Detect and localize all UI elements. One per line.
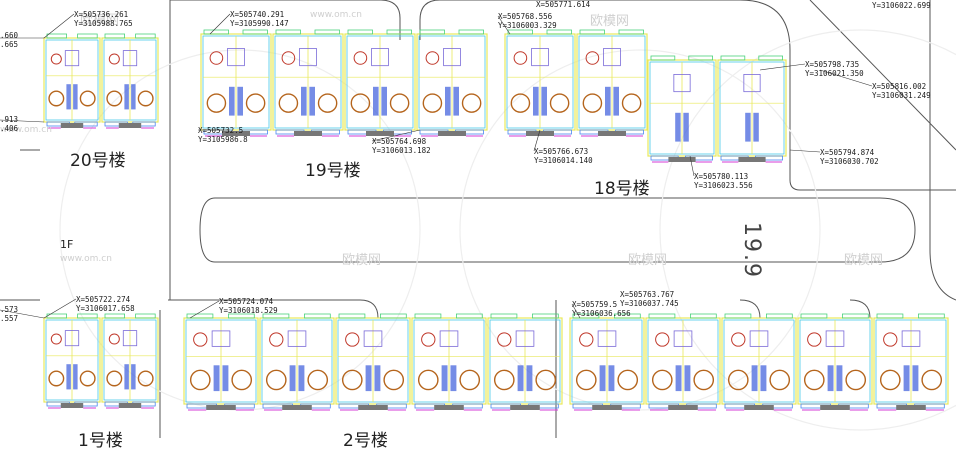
apartment-unit — [873, 313, 949, 411]
coord-leader — [759, 63, 806, 71]
coord-leader — [497, 15, 511, 35]
apartment-unit — [259, 313, 335, 411]
apartment-unit — [717, 55, 787, 163]
watermark: www.om.cn — [310, 10, 362, 20]
building-label-20: 20号楼 — [70, 151, 126, 171]
dimension-label: 19.9 — [739, 222, 764, 279]
road-edge — [168, 299, 379, 319]
coord-leader — [571, 303, 581, 319]
watermark: 欧模网 — [844, 253, 884, 268]
apartment-unit — [43, 313, 101, 409]
apartment-unit — [797, 313, 873, 411]
watermark: 欧模网 — [80, 13, 120, 28]
road-edge — [170, 0, 401, 40]
coord-leader — [0, 309, 45, 319]
watermark: 欧模网 — [628, 253, 668, 268]
apartment-unit — [200, 29, 272, 137]
apartment-unit — [411, 313, 487, 411]
apartment-unit — [101, 33, 159, 129]
watermark: 欧模网 — [342, 253, 382, 268]
road-edge — [739, 299, 761, 319]
building-label-1: 1号楼 — [78, 431, 123, 451]
building-label-19: 19号楼 — [305, 161, 361, 181]
road-edge — [849, 299, 871, 319]
apartment-unit — [504, 29, 576, 137]
coord-leader — [43, 13, 75, 39]
watermark: www.om.cn — [0, 125, 52, 135]
coord-label: .573.557 — [0, 305, 19, 323]
apartment-unit — [272, 29, 344, 137]
watermark: www.om.cn — [60, 254, 112, 264]
floor-label: 1F — [60, 238, 74, 251]
road-edge — [809, 0, 956, 151]
apartment-unit — [101, 313, 159, 409]
road-edge — [929, 0, 956, 301]
apartment-unit — [43, 33, 101, 129]
apartment-unit — [335, 313, 411, 411]
coord-label: Y=3106022.699 — [872, 1, 931, 10]
coord-leader — [371, 129, 421, 142]
apartment-unit — [576, 29, 648, 137]
coord-leader — [189, 300, 220, 319]
coord-leader — [209, 13, 231, 35]
apartment-unit — [487, 313, 563, 411]
apartment-unit — [721, 313, 797, 411]
coord-leader — [533, 129, 541, 152]
apartment-unit — [569, 313, 645, 411]
road-edge — [419, 0, 956, 191]
building-label-2: 2号楼 — [343, 431, 388, 451]
coord-label: .660.665 — [0, 31, 19, 49]
watermark: 欧模网 — [590, 14, 630, 29]
coord-leader — [43, 298, 77, 319]
apartment-unit — [344, 29, 416, 137]
coord-label: .913.406 — [0, 115, 19, 133]
coord-leader — [0, 119, 45, 123]
apartment-unit — [183, 313, 259, 411]
apartment-unit — [416, 29, 488, 137]
apartment-unit — [645, 313, 721, 411]
coord-leader — [789, 149, 821, 153]
site-plan — [0, 0, 956, 438]
building-label-18: 18号楼 — [594, 179, 650, 199]
apartment-unit — [647, 55, 717, 163]
coord-leader — [819, 69, 873, 87]
road-island — [199, 197, 916, 263]
coord-leader — [689, 155, 695, 177]
coord-label: X=505771.614 — [536, 0, 591, 9]
